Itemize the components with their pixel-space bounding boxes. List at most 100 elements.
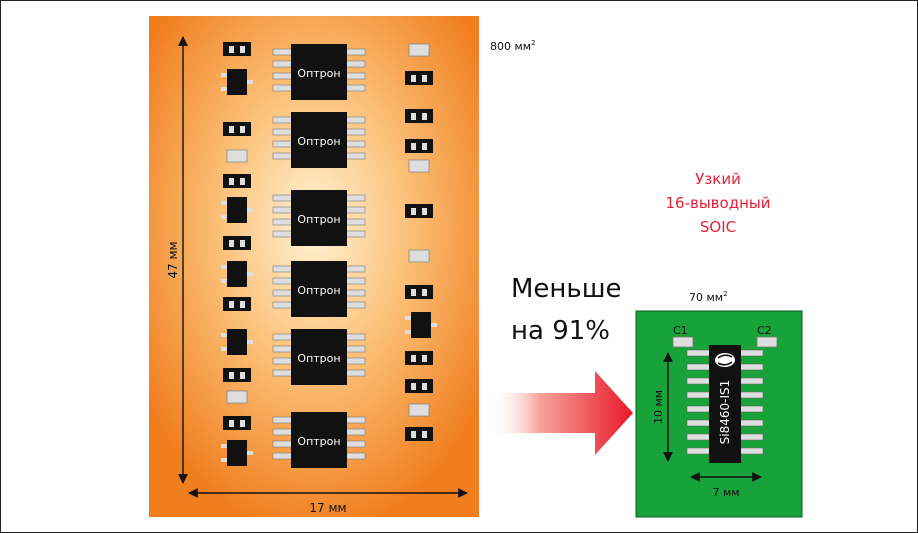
soic-pin [686, 419, 712, 427]
resistor [223, 236, 251, 250]
optocoupler-lead [344, 333, 366, 341]
transistor-lead [221, 215, 227, 219]
optocoupler-lead [272, 333, 294, 341]
transistor-lead [431, 323, 437, 327]
transistor [221, 197, 253, 223]
empty-pad [408, 403, 430, 417]
optocoupler-lead [344, 452, 366, 460]
transistor-lead [405, 316, 411, 320]
resistor-pad [422, 431, 427, 438]
resistor-pad [411, 355, 416, 362]
resistor-pad [411, 208, 416, 215]
optocoupler-lead [272, 218, 294, 226]
transistor-lead [247, 451, 253, 455]
resistor-pad [229, 126, 234, 133]
cap2-pad [756, 336, 778, 348]
transistor-lead [247, 340, 253, 344]
transistor-lead [221, 458, 227, 462]
transistor-body [411, 312, 431, 338]
optocoupler-lead [344, 345, 366, 353]
optocoupler-label: Оптрон [297, 284, 340, 297]
cap1-label: C1 [673, 324, 688, 337]
resistor-pad [229, 46, 234, 53]
optocoupler: Оптрон [272, 412, 366, 468]
transistor-lead [405, 330, 411, 334]
resistor-pad [240, 420, 245, 427]
optocoupler-lead [272, 194, 294, 202]
soic-pin [686, 363, 712, 371]
resistor-pad [229, 240, 234, 247]
soic-pins [686, 349, 764, 455]
resistor-body [223, 122, 251, 136]
optocoupler: Оптрон [272, 44, 366, 100]
optocoupler: Оптрон [272, 112, 366, 168]
resistor [405, 351, 433, 365]
resistor-pad [229, 301, 234, 308]
optocoupler-lead [272, 289, 294, 297]
soic-pin [686, 405, 712, 413]
resistor [405, 71, 433, 85]
transistor-lead [247, 80, 253, 84]
resistor-pad [240, 301, 245, 308]
width-dimension-label: 17 мм [309, 501, 346, 515]
resistor-pad [411, 289, 416, 296]
resistor [223, 368, 251, 382]
optocoupler-lead [344, 60, 366, 68]
transistor-lead [247, 272, 253, 276]
optocoupler-body [291, 261, 347, 317]
transistor [221, 440, 253, 466]
optocoupler-label: Оптрон [297, 135, 340, 148]
transistor-lead [221, 279, 227, 283]
soic-pin [738, 377, 764, 385]
soic-pin [686, 349, 712, 357]
resistor-body [405, 379, 433, 393]
optocoupler-lead [344, 301, 366, 309]
resistor-pad [240, 240, 245, 247]
optocoupler-lead [272, 152, 294, 160]
optocoupler-lead [344, 230, 366, 238]
resistor-body [223, 297, 251, 311]
optocoupler-lead [344, 194, 366, 202]
resistor [223, 42, 251, 56]
reduction-line2: на 91% [511, 316, 610, 346]
optocoupler-lead [344, 289, 366, 297]
resistor-body [405, 351, 433, 365]
optocoupler-body [291, 412, 347, 468]
small-width-dimension-label: 7 мм [712, 486, 739, 499]
resistor [405, 285, 433, 299]
optocoupler-body [291, 190, 347, 246]
transistor-lead [221, 87, 227, 91]
optocoupler-lead [344, 416, 366, 424]
transistor-lead [221, 333, 227, 337]
optocoupler-lead [344, 116, 366, 124]
resistor-pad [422, 75, 427, 82]
optocoupler-lead [272, 265, 294, 273]
transistor-lead [221, 444, 227, 448]
optocoupler-label: Оптрон [297, 435, 340, 448]
transistor-lead [247, 208, 253, 212]
optocoupler-label: Оптрон [297, 352, 340, 365]
optocoupler-lead [344, 428, 366, 436]
optocoupler-lead [344, 84, 366, 92]
transistor-lead [221, 73, 227, 77]
optocoupler-lead [272, 452, 294, 460]
optocoupler-lead [344, 265, 366, 273]
optocoupler-lead [272, 357, 294, 365]
optocoupler-lead [344, 152, 366, 160]
optocoupler-lead [272, 428, 294, 436]
resistor [223, 122, 251, 136]
optocoupler: Оптрон [272, 190, 366, 246]
small-board: C1 C2 Si8460-IS1 10 мм 7 мм [635, 310, 803, 518]
resistor-body [223, 416, 251, 430]
transistor-lead [221, 201, 227, 205]
empty-pad [408, 43, 430, 57]
optocoupler: Оптрон [272, 329, 366, 385]
resistor-pad [422, 355, 427, 362]
resistor-pad [422, 208, 427, 215]
transistor-body [227, 69, 247, 95]
optocoupler-lead [344, 72, 366, 80]
soic-pin [686, 391, 712, 399]
optocoupler-lead [272, 416, 294, 424]
transistor-lead [221, 347, 227, 351]
